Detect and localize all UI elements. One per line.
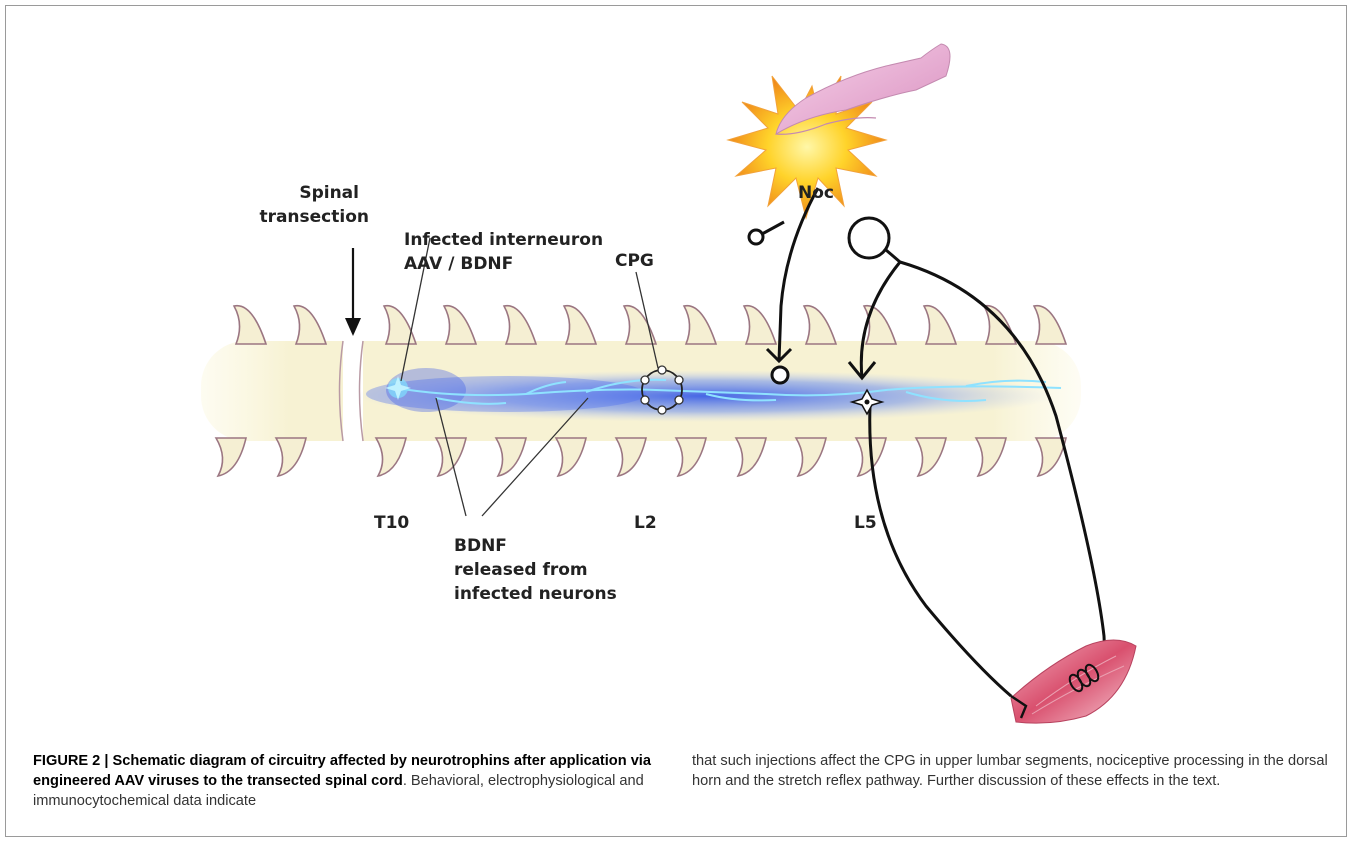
label-noc: Noc: [798, 183, 834, 203]
label-cpg: CPG: [615, 251, 654, 271]
label-bdnf-3: infected neurons: [454, 584, 617, 604]
label-infected-interneuron-2: AAV / BDNF: [404, 254, 513, 274]
label-infected-interneuron-1: Infected interneuron: [404, 230, 603, 250]
figure-caption-text-right: that such injections affect the CPG in u…: [692, 753, 1328, 789]
label-spinal-transection-1: Spinal: [299, 183, 359, 203]
figure-caption-left: FIGURE 2 | Schematic diagram of circuitr…: [33, 751, 663, 811]
label-l5: L5: [854, 513, 877, 533]
figure-frame: Spinal transection Infected interneuron …: [5, 5, 1347, 837]
label-bdnf-1: BDNF: [454, 536, 507, 556]
label-t10: T10: [374, 513, 409, 533]
label-spinal-transection-2: transection: [259, 207, 369, 227]
transection-arrow: [345, 248, 361, 336]
figure-caption-right: that such injections affect the CPG in u…: [692, 751, 1332, 791]
stretch-reflex-loop: [849, 218, 1104, 696]
circuit-diagram: Spinal transection Infected interneuron …: [6, 6, 1348, 741]
nociceptive-stimulus: [728, 44, 950, 218]
muscle-icon: [1011, 640, 1136, 723]
label-bdnf-2: released from: [454, 560, 588, 580]
label-l2: L2: [634, 513, 657, 533]
